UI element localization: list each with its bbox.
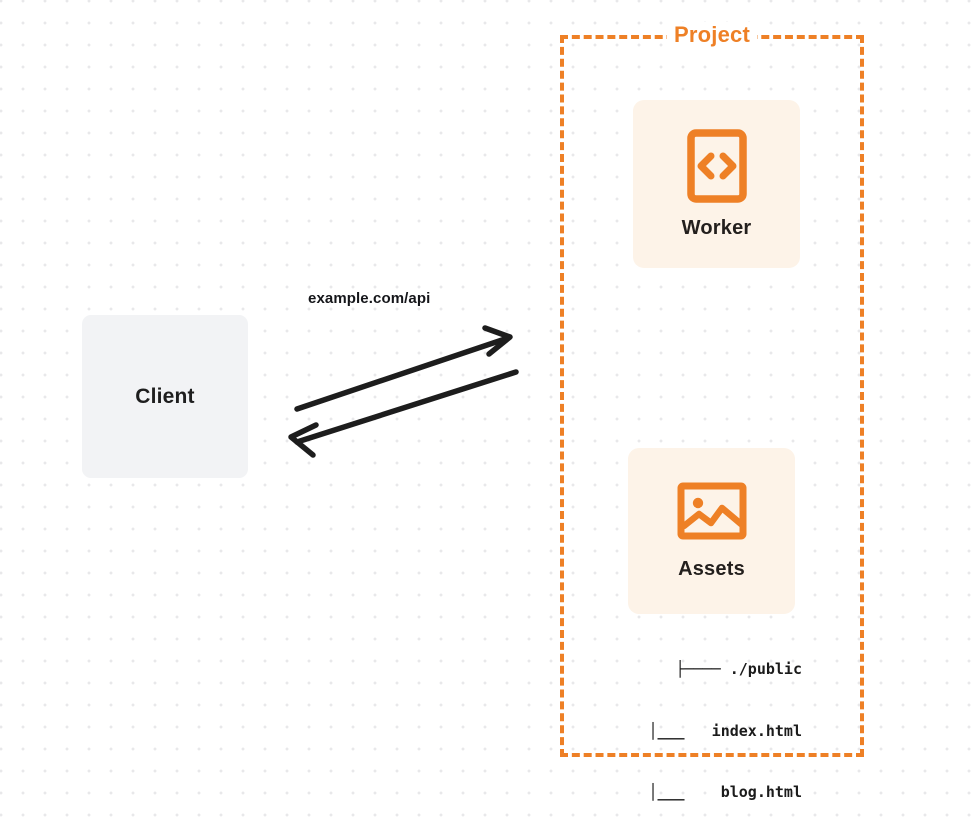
- worker-card[interactable]: Worker: [633, 100, 800, 268]
- request-arrow-icon: [294, 325, 513, 412]
- image-picture-icon: [677, 482, 746, 539]
- response-arrow-icon: [288, 369, 519, 458]
- client-label: Client: [135, 384, 195, 408]
- client-node[interactable]: Client: [82, 315, 248, 478]
- assets-card[interactable]: Assets: [628, 448, 795, 614]
- file-tree-row: │___ index.html: [648, 721, 802, 740]
- worker-label: Worker: [681, 216, 752, 239]
- project-container: Project: [560, 22, 864, 757]
- connection-label: example.com/api: [308, 290, 431, 307]
- assets-label: Assets: [678, 557, 745, 580]
- file-tree-row: │___ blog.html: [648, 783, 802, 801]
- project-title: Project: [667, 22, 757, 48]
- file-tree: ├──── ./public │___ index.html │___ blog…: [604, 618, 802, 818]
- code-brackets-icon: [686, 128, 747, 203]
- file-tree-row: ├──── ./public: [675, 660, 802, 678]
